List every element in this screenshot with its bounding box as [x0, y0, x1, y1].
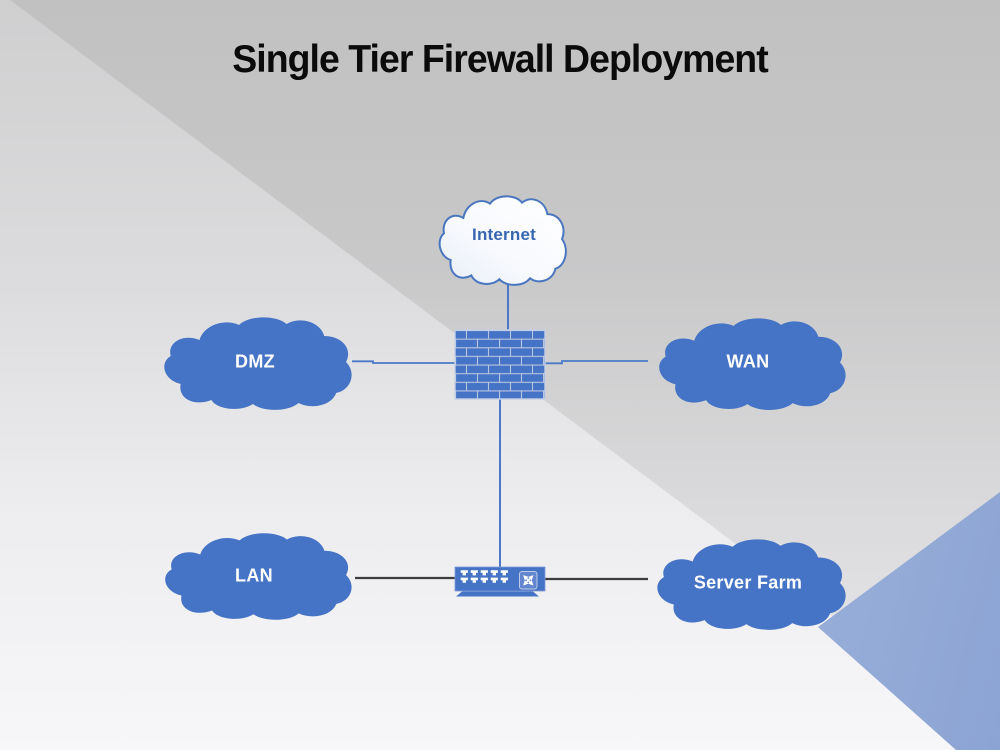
internet-label: Internet — [472, 225, 536, 244]
lan-label: LAN — [235, 565, 273, 586]
server-farm-label: Server Farm — [693, 572, 803, 593]
switch-base — [456, 591, 539, 597]
connector-lines — [352, 281, 648, 581]
slide-title: Single Tier Firewall Deployment — [232, 38, 768, 81]
firewall-brick-wall-icon — [454, 329, 546, 400]
network-switch-icon — [454, 566, 546, 597]
firewall-wall — [454, 329, 546, 400]
dmz-label: DMZ — [235, 351, 275, 372]
internet-cloud — [440, 196, 566, 285]
switch-crossover-icon — [519, 571, 538, 590]
firewall-wan-link — [544, 360, 648, 365]
dmz-firewall-link — [352, 360, 456, 364]
wan-label: WAN — [726, 351, 770, 372]
